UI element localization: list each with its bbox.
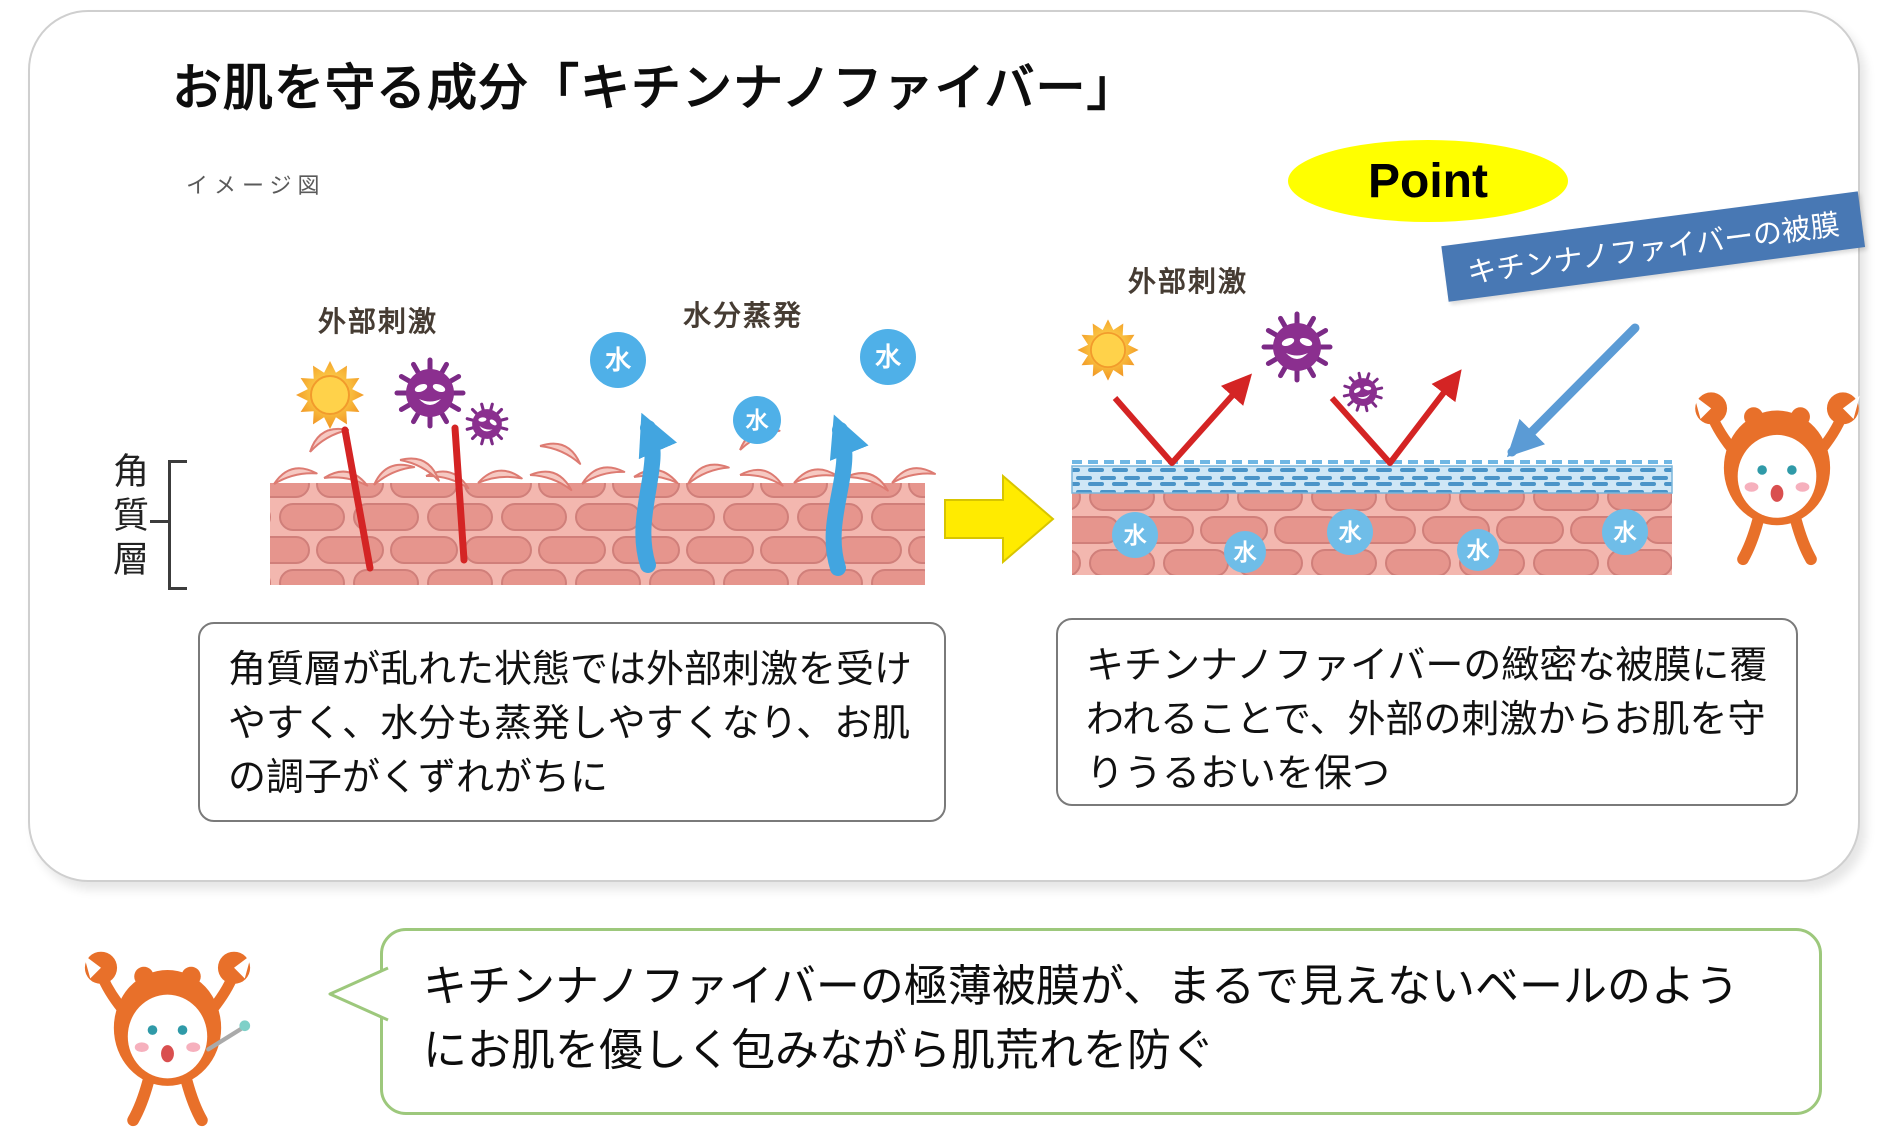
left-evaporation-label: 水分蒸発	[683, 300, 804, 331]
chitin-film-layer	[1071, 465, 1673, 494]
water-drop-icon: 水	[590, 332, 646, 388]
point-label: Point	[1368, 154, 1488, 208]
sun-icon	[1076, 318, 1140, 382]
speech-bubble: キチンナノファイバーの極薄被膜が、まるで見えないベールのようにお肌を優しく包みな…	[380, 928, 1822, 1115]
swab-tip	[239, 1020, 251, 1032]
water-drop-icon: 水	[860, 329, 916, 385]
right-caption-text: キチンナノファイバーの緻密な被膜に覆われることで、外部の刺激からお肌を守りうるお…	[1086, 645, 1768, 795]
point-badge: Point	[1288, 140, 1568, 222]
water-drop-icon: 水	[1112, 512, 1158, 558]
water-char: 水	[1124, 522, 1148, 548]
speech-bubble-tail	[328, 966, 389, 1022]
stimuli-penetration-lines	[341, 424, 468, 572]
crab-mascot-icon	[1692, 352, 1862, 572]
water-char: 水	[1339, 519, 1363, 545]
yellow-right-arrow-icon	[944, 473, 1055, 565]
swab-stick	[206, 1025, 245, 1052]
water-char: 水	[1234, 539, 1258, 565]
water-char: 水	[1467, 537, 1491, 563]
water-char: 水	[875, 342, 902, 372]
right-caption-box: キチンナノファイバーの緻密な被膜に覆われることで、外部の刺激からお肌を守りうるお…	[1056, 618, 1798, 806]
water-drop-icon: 水	[1327, 509, 1373, 555]
stratum-corneum-label: 角質層	[108, 452, 149, 584]
water-char: 水	[1614, 519, 1638, 545]
damaged-skin-layer	[270, 483, 925, 585]
virus-icon	[397, 360, 463, 426]
left-caption-box: 角質層が乱れた状態では外部刺激を受けやすく、水分も蒸発しやすくなり、お肌の調子が…	[198, 622, 946, 822]
speech-text: キチンナノファイバーの極薄被膜が、まるで見えないベールのようにお肌を優しく包みな…	[423, 962, 1740, 1075]
evaporation-arrows	[635, 412, 869, 576]
virus-icon	[1264, 314, 1330, 380]
damaged-skin-diagram: 水 水 水	[270, 329, 937, 585]
left-caption-text: 角質層が乱れた状態では外部刺激を受けやすく、水分も蒸発しやすくなり、お肌の調子が…	[228, 649, 913, 799]
moisture-drops-in-skin: 水 水 水 水 水	[1112, 509, 1648, 573]
stratum-corneum-bracket	[168, 460, 187, 590]
water-drop-icon: 水	[1457, 529, 1499, 571]
subtitle-image-note: イメージ図	[186, 173, 326, 198]
left-stimuli-label: 外部刺激	[318, 306, 439, 337]
virus-icon-small	[460, 397, 514, 451]
water-char: 水	[746, 407, 770, 433]
lifted-skin-scales	[273, 427, 937, 492]
water-drop-icon: 水	[1224, 531, 1266, 573]
right-stimuli-label: 外部刺激	[1128, 266, 1249, 297]
stimuli-bounce-arrows	[1112, 369, 1462, 466]
virus-icon-small	[1338, 367, 1388, 417]
crab-mascot-icon	[70, 912, 265, 1132]
water-char: 水	[605, 345, 632, 375]
stratum-corneum-tick	[150, 520, 168, 523]
blue-arrow-icon	[1506, 323, 1640, 458]
sun-icon	[295, 360, 365, 430]
water-drop-icon: 水	[1602, 509, 1648, 555]
page-title: お肌を守る成分「キチンナノファイバー」	[172, 60, 1138, 116]
protected-skin-diagram: 水 水 水 水 水	[1071, 250, 1673, 575]
water-drop-icon: 水	[733, 396, 781, 444]
